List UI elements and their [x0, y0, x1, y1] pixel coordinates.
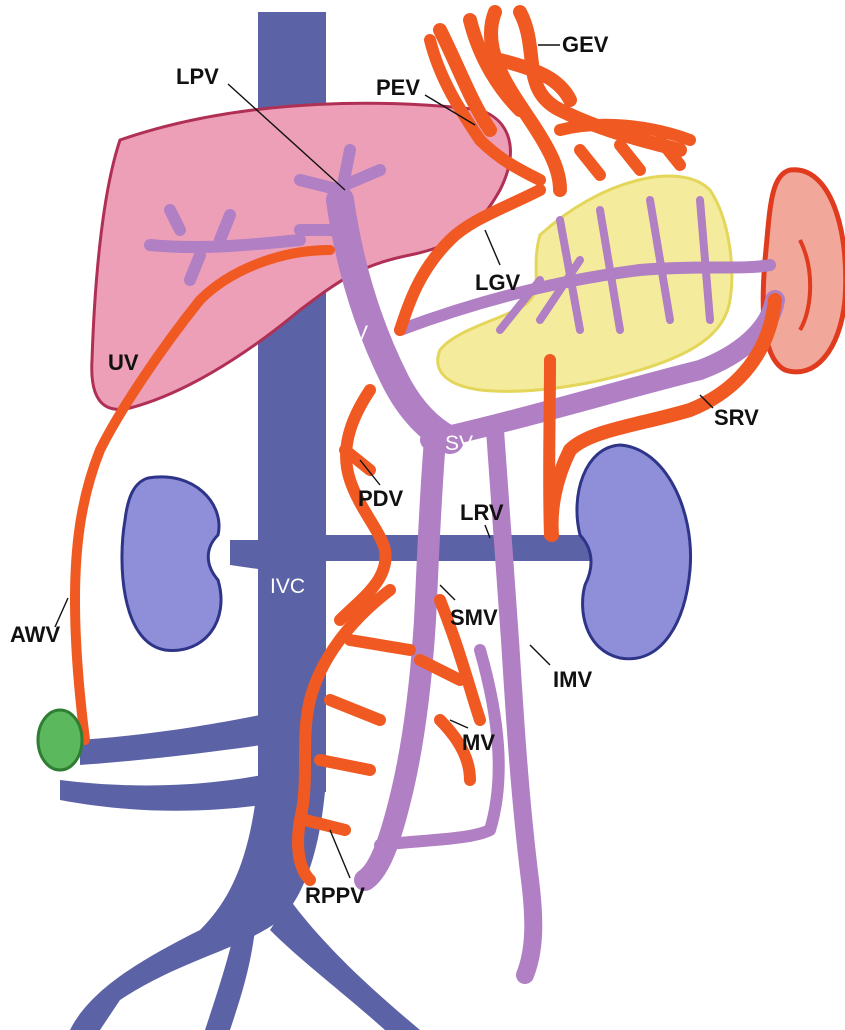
label-imv: IMV [553, 667, 592, 692]
right-kidney [577, 445, 691, 659]
spleen [763, 170, 845, 372]
label-uv: UV [108, 350, 139, 375]
label-mv: MV [462, 730, 495, 755]
label-awv: AWV [10, 622, 60, 647]
left-gastric-to-renal-collateral [549, 360, 550, 535]
label-pdv: PDV [358, 486, 404, 511]
label-sv: SV [445, 432, 473, 455]
label-lpv: LPV [176, 64, 219, 89]
label-pev: PEV [376, 75, 420, 100]
label-lgv: LGV [475, 270, 521, 295]
left-kidney [122, 477, 221, 651]
label-lrv: LRV [460, 500, 504, 525]
label-gev: GEV [562, 32, 609, 57]
label-smv: SMV [450, 605, 498, 630]
label-srv: SRV [714, 405, 759, 430]
label-pv: PV [340, 322, 368, 345]
abdominal-wall-node [38, 710, 82, 770]
label-ivc: IVC [270, 575, 305, 598]
label-rppv: RPPV [305, 883, 365, 908]
